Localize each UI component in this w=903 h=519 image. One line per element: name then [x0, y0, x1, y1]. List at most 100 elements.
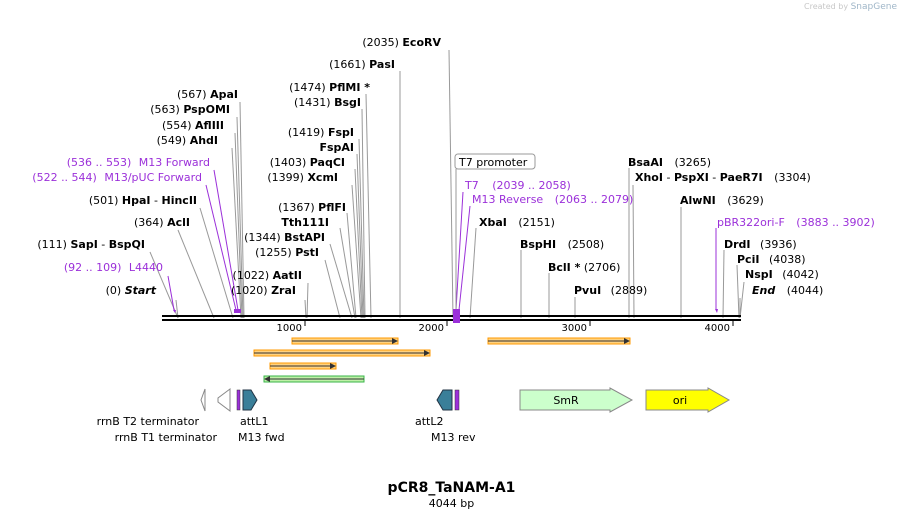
- orf-arrow-5[interactable]: [487, 337, 631, 345]
- site-label-xcmi[interactable]: (1399) XcmI: [267, 171, 338, 184]
- m13-fwd-feature[interactable]: [236, 389, 241, 411]
- m13-fwd-label: M13 fwd: [238, 431, 285, 444]
- site-line-pspomi: [236, 116, 244, 319]
- primer-line-t7: [455, 191, 464, 311]
- site-label-pflfi[interactable]: (1367) PflFI: [278, 201, 346, 214]
- site-label-bsaai[interactable]: BsaAI (3265): [628, 156, 711, 169]
- ori-label: ori: [673, 394, 687, 407]
- site-label-zrai[interactable]: (1020) ZraI: [231, 284, 296, 297]
- site-label-ecorv[interactable]: (2035) EcoRV: [362, 36, 441, 49]
- primer-label-m13puc-forward[interactable]: (522 .. 544) M13/pUC Forward: [32, 171, 202, 184]
- orf-arrows: [253, 337, 631, 383]
- primer-marker-t7-rev: [453, 309, 460, 323]
- site-label-pasi[interactable]: (1661) PasI: [329, 58, 395, 71]
- site-label-psti[interactable]: (1255) PstI: [255, 246, 319, 259]
- site-label-aatii[interactable]: (1022) AatII: [233, 269, 302, 282]
- attl2-feature[interactable]: [436, 389, 453, 411]
- tick-label-1000: 1000: [277, 323, 302, 334]
- site-line-hpai: [199, 207, 234, 319]
- site-line-acli: [177, 229, 215, 319]
- primer-label-pbr322ori-f[interactable]: pBR322ori-F (3883 .. 3902): [717, 216, 875, 229]
- site-leader-lines: [149, 49, 745, 319]
- smr-feature[interactable]: [519, 387, 634, 413]
- site-label-nspi[interactable]: NspI (4042): [745, 268, 819, 281]
- site-label-fspi[interactable]: (1419) FspI: [288, 126, 354, 139]
- site-line-afliii: [234, 132, 243, 319]
- site-line-fspai: [356, 153, 364, 319]
- primer-marker-pbr322: [715, 309, 718, 313]
- site-label-alwni[interactable]: AlwNI (3629): [680, 194, 764, 207]
- rrnb-t1-terminator-icon[interactable]: [217, 388, 231, 412]
- map-length: 4044 bp: [428, 497, 475, 510]
- site-label-pspomi[interactable]: (563) PspOMI: [150, 103, 230, 116]
- orf-arrow-4-reverse[interactable]: [263, 375, 365, 383]
- site-label-sapi[interactable]: (111) SapI - BspQI: [37, 238, 145, 251]
- rrnb-t2-terminator-label: rrnB T2 terminator: [97, 415, 200, 428]
- site-label-pvui[interactable]: PvuI (2889): [574, 284, 647, 297]
- primer-label-t7[interactable]: T7 (2039 .. 2058): [464, 179, 571, 192]
- site-line-xcmi: [351, 184, 362, 319]
- site-label-bsphi[interactable]: BspHI (2508): [520, 238, 604, 251]
- attl1-feature[interactable]: [242, 389, 258, 411]
- m13-rev-label: M13 rev: [431, 431, 476, 444]
- ruler-ticks: [304, 320, 734, 326]
- site-line-pflfi: [346, 212, 357, 319]
- site-line-ahdi: [231, 147, 242, 319]
- site-label-drdi[interactable]: DrdI (3936): [724, 238, 797, 251]
- site-label-tth111i[interactable]: Tth111I: [281, 216, 329, 229]
- site-label-start[interactable]: (0) Start: [106, 284, 157, 297]
- site-line-fspi: [358, 138, 365, 319]
- snapgene-watermark: Created by SnapGene: [804, 2, 897, 12]
- site-label-apai[interactable]: (567) ApaI: [177, 88, 238, 101]
- orf-arrow-1[interactable]: [291, 337, 399, 345]
- attl2-label: attL2: [415, 415, 444, 428]
- site-line-xbai: [469, 227, 477, 319]
- primer-label-m13-reverse[interactable]: M13 Reverse (2063 .. 2079): [472, 193, 633, 206]
- site-label-pflmi[interactable]: (1474) PflMI *: [289, 81, 370, 94]
- site-line-pcii: [736, 264, 740, 319]
- primer-leader-lines: [167, 169, 717, 311]
- site-line-nspi: [739, 281, 745, 319]
- primer-label-l4440[interactable]: (92 .. 109) L4440: [64, 261, 163, 274]
- site-line-xhoi: [632, 184, 635, 319]
- primer-markers: [173, 309, 718, 323]
- site-line-pflmi: [365, 93, 372, 319]
- primer-line-m13puc-forward: [205, 184, 237, 311]
- site-label-bstapi[interactable]: (1344) BstAPI: [244, 231, 325, 244]
- site-label-pcii[interactable]: PciI (4038): [737, 253, 806, 266]
- site-label-hpai[interactable]: (501) HpaI - HincII: [89, 194, 197, 207]
- site-label-fspai[interactable]: FspAI: [319, 141, 354, 154]
- t7-promoter-box[interactable]: [454, 153, 536, 170]
- m13-rev-feature[interactable]: [454, 389, 460, 411]
- rrnb-t2-terminator-icon[interactable]: [200, 388, 206, 412]
- site-label-acli[interactable]: (364) AclI: [134, 216, 190, 229]
- primer-marker-l4440: [173, 310, 176, 313]
- smr-label: SmR: [553, 394, 579, 407]
- site-label-bcli[interactable]: BclI * (2706): [548, 261, 620, 274]
- tick-label-4000: 4000: [705, 323, 730, 334]
- site-label-xbai[interactable]: XbaI (2151): [479, 216, 555, 229]
- tick-label-3000: 3000: [562, 323, 587, 334]
- site-label-bsgi[interactable]: (1431) BsgI: [294, 96, 361, 109]
- ori-feature[interactable]: [645, 387, 731, 413]
- site-label-xhoi[interactable]: XhoI - PspXI - PaeR7I (3304): [635, 171, 811, 184]
- orf-arrow-2[interactable]: [253, 349, 431, 357]
- rrnb-t1-terminator-label: rrnB T1 terminator: [115, 431, 218, 444]
- map-title: pCR8_TaNAM-A1: [387, 480, 516, 496]
- site-label-end[interactable]: End (4044): [752, 284, 823, 297]
- site-label-ahdi[interactable]: (549) AhdI: [157, 134, 218, 147]
- primer-line-l4440: [167, 275, 175, 311]
- site-line-psti: [324, 259, 341, 319]
- orf-arrow-3[interactable]: [269, 362, 337, 370]
- site-label-paqci[interactable]: (1403) PaqCI: [270, 156, 345, 169]
- t7-promoter-label: T7 promoter: [458, 156, 528, 169]
- watermark-created-by: Created by: [804, 2, 849, 11]
- site-line-aatii: [306, 282, 309, 319]
- primer-label-m13-forward[interactable]: (536 .. 553) M13 Forward: [67, 156, 210, 169]
- site-label-afliii[interactable]: (554) AflIII: [162, 119, 224, 132]
- attl1-label: attL1: [240, 415, 269, 428]
- site-line-bstapi: [329, 243, 353, 319]
- snapgene-logo: SnapGene: [850, 2, 897, 12]
- primer-labels: (536 .. 553) M13 Forward (522 .. 544) M1…: [32, 156, 875, 274]
